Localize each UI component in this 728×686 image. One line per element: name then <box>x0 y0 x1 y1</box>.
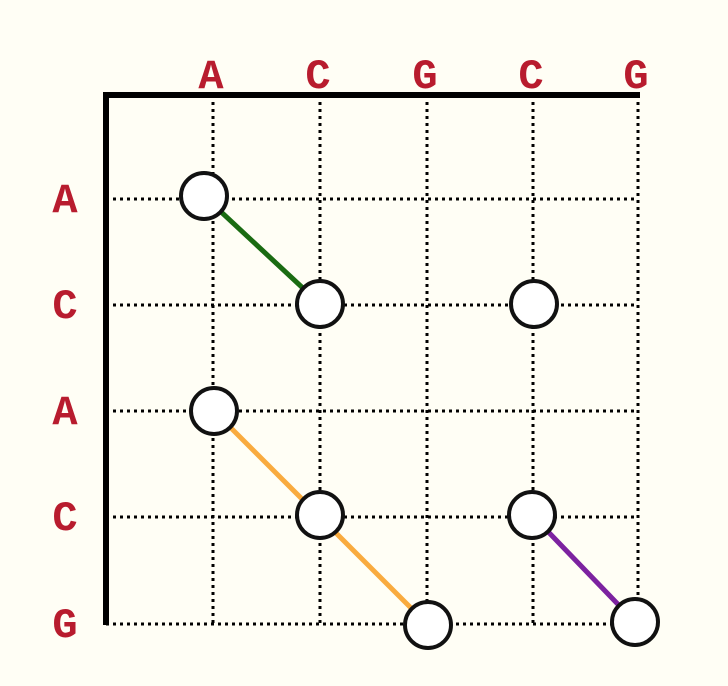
match-circle-r1-c3 <box>509 279 559 329</box>
left-label-2: A <box>52 389 78 437</box>
top-label-4: G <box>623 53 648 101</box>
left-label-4: G <box>52 602 77 650</box>
axes <box>103 92 640 625</box>
match-circle-r3-c3 <box>507 490 557 540</box>
match-circles <box>179 171 660 650</box>
top-label-0: A <box>198 53 224 101</box>
left-label-1: C <box>52 283 77 331</box>
match-circle-r2-c0 <box>189 386 239 436</box>
left-label-0: A <box>52 177 78 225</box>
left-sequence-labels: A C A C G <box>52 177 78 650</box>
match-circle-r4-c4 <box>610 597 660 647</box>
match-circle-r4-c2 <box>403 600 453 650</box>
top-label-3: C <box>518 53 543 101</box>
match-diagonal-0 <box>201 193 323 307</box>
match-circle-r3-c1 <box>295 490 345 540</box>
top-label-1: C <box>305 53 330 101</box>
match-circle-r0-c0 <box>179 171 229 221</box>
top-label-2: G <box>412 53 437 101</box>
left-label-3: C <box>52 495 77 543</box>
match-circle-r1-c1 <box>295 279 345 329</box>
